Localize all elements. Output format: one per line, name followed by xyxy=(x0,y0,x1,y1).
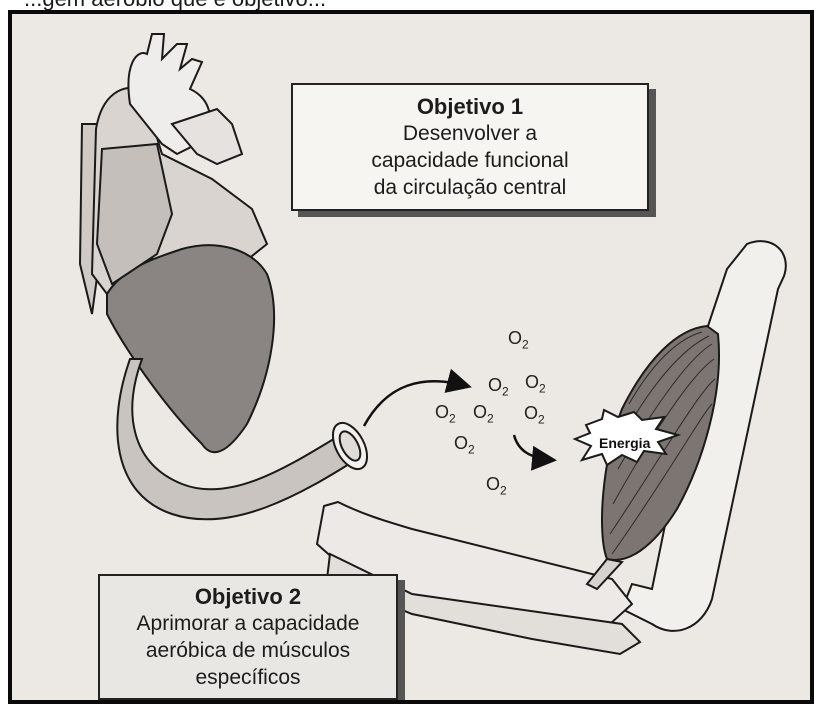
objetivo-2-callout: Objetivo 2 Aprimorar a capacidade aeróbi… xyxy=(98,574,398,700)
o2-molecule: O2 xyxy=(473,402,494,426)
energy-flow-arrow xyxy=(514,435,552,460)
objetivo-2-line: aeróbica de músculos xyxy=(100,637,396,664)
objetivo-1-line: capacidade funcional xyxy=(293,147,647,174)
objetivo-1-callout: Objetivo 1 Desenvolver a capacidade func… xyxy=(291,83,649,211)
energy-label: Energia xyxy=(599,435,650,451)
objetivo-2-title: Objetivo 2 xyxy=(100,584,396,610)
o2-molecule: O2 xyxy=(454,433,475,457)
figure-frame: O2 O2 O2 O2 O2 O2 O2 O2 Energia Objetivo… xyxy=(8,10,814,704)
o2-molecule: O2 xyxy=(525,372,546,396)
objetivo-1-title: Objetivo 1 xyxy=(293,94,647,120)
objetivo-1-line: da circulação central xyxy=(293,174,647,201)
o2-molecule: O2 xyxy=(486,474,507,498)
o2-molecule: O2 xyxy=(524,403,545,427)
objetivo-2-line: Aprimorar a capacidade xyxy=(100,610,396,637)
objetivo-1-line: Desenvolver a xyxy=(293,120,647,147)
objetivo-2-line: específicos xyxy=(100,664,396,691)
o2-molecule: O2 xyxy=(435,402,456,426)
o2-molecule: O2 xyxy=(488,375,509,399)
o2-molecule: O2 xyxy=(508,328,529,352)
